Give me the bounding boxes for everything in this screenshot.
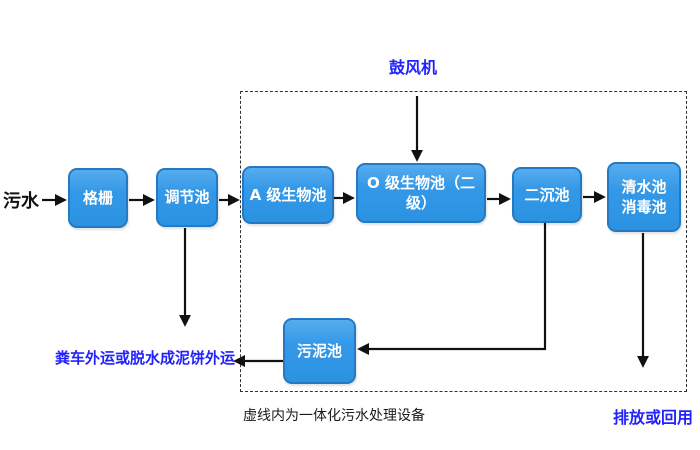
integrated-equipment-boundary xyxy=(240,91,687,392)
sludge-tank-box: 污泥池 xyxy=(283,318,356,384)
influent-label: 污水 xyxy=(3,191,39,212)
a-level-bio-tank-box: A 级生物池 xyxy=(242,166,334,224)
clear-water-tank-label: 清水池 xyxy=(621,177,667,196)
blower-label: 鼓风机 xyxy=(389,58,438,77)
o-level-bio-tank-box: O 级生物池（二级） xyxy=(356,163,486,223)
secondary-sedimentation-tank-box: 二沉池 xyxy=(512,167,582,223)
arrow-secondary-sed-to-sludge xyxy=(357,223,547,356)
sludge-disposal-label: 粪车外运或脱水成泥饼外运 xyxy=(55,349,236,367)
discharge-reuse-label: 排放或回用 xyxy=(613,408,694,427)
regulating-tank-box: 调节池 xyxy=(156,168,218,227)
clear-water-disinfection-tank-box: 清水池 消毒池 xyxy=(607,162,681,232)
dashed-boundary-caption: 虚线内为一体化污水处理设备 xyxy=(243,408,425,424)
grille-tank-box: 格栅 xyxy=(68,168,128,228)
disinfection-tank-label: 消毒池 xyxy=(621,198,667,216)
